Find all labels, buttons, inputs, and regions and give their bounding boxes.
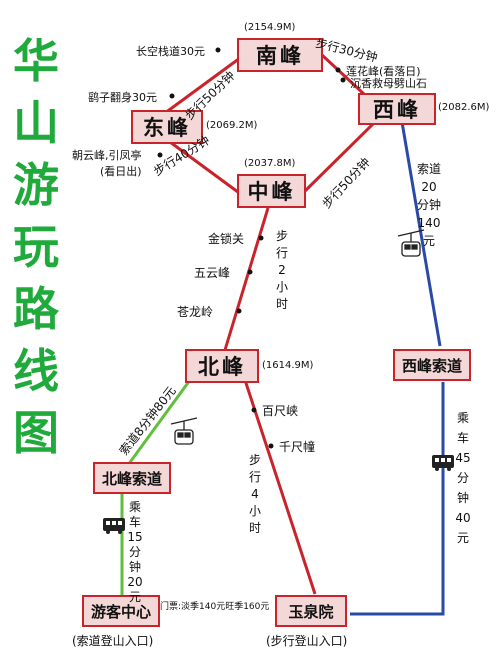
route-middle-west (302, 120, 377, 194)
label-westcable-yuquan: 乘车45分钟40元 (455, 411, 471, 545)
attraction-changkong: 长空栈道30元 (136, 45, 205, 58)
attraction-chenxiang: 沉香救母劈山石 (350, 77, 427, 90)
dot-canglong (236, 308, 242, 314)
elevation-south: (2154.9M) (244, 22, 296, 33)
route-south-west (320, 53, 367, 97)
dot-baichi (251, 407, 257, 413)
title-char-2: 山 (13, 96, 59, 150)
title-char-4: 玩 (13, 220, 59, 274)
label-west-cable: 索道20分钟140元 (416, 162, 441, 248)
attraction-lianhua: 莲花峰(看落日) (346, 65, 421, 78)
route-westcable-yuquan (350, 382, 445, 616)
route-east-middle (169, 140, 243, 197)
peak-south[interactable]: 南峰 (237, 38, 323, 72)
title-char-1: 华 (13, 34, 59, 88)
dot-changkong (215, 47, 221, 53)
elevation-west: (2082.6M) (438, 102, 490, 113)
note-visitor-center: (索道登山入口) (72, 634, 154, 648)
label-north-yuquan: 步行4小时 (248, 453, 261, 535)
bus-icon-west (103, 518, 125, 534)
title-char-5: 路 (13, 282, 59, 336)
title-char-6: 线 (13, 344, 59, 398)
peak-middle[interactable]: 中峰 (237, 174, 306, 208)
route-middle-north (223, 207, 270, 351)
peak-east[interactable]: 东峰 (131, 110, 203, 144)
dot-chenxiang (340, 77, 346, 83)
label-middle-north: 步行2小时 (275, 229, 288, 311)
ticket-price: 门票:淡季140元旺季160元 (160, 602, 270, 612)
route-west-cable (400, 121, 442, 347)
peak-north[interactable]: 北峰 (185, 349, 259, 383)
station-visitor-center[interactable]: 游客中心 (82, 595, 160, 627)
dot-jinsuo (258, 235, 264, 241)
elevation-middle: (2037.8M) (244, 158, 296, 169)
attraction-chaoyun: 朝云峰,引凤亭 (72, 149, 142, 162)
cable-car-icon-west (397, 229, 425, 257)
station-north-cableway[interactable]: 北峰索道 (93, 462, 171, 494)
attraction-yaozi: 鹞子翻身30元 (88, 91, 157, 104)
label-cable-visitor: 乘车15分钟20元 (127, 500, 143, 604)
attraction-chaoyun-note: (看日出) (100, 165, 142, 178)
route-east-south (164, 56, 241, 115)
dot-lianhua (335, 67, 341, 73)
dot-qianchi (268, 443, 274, 449)
attraction-canglong: 苍龙岭 (177, 305, 214, 319)
attraction-jinsuo: 金锁关 (208, 232, 245, 246)
attraction-wuyun: 五云峰 (194, 266, 231, 280)
station-yuquan[interactable]: 玉泉院 (275, 595, 347, 627)
dot-wuyun (247, 269, 253, 275)
dot-chaoyun (157, 152, 163, 158)
bus-icon-east (432, 455, 454, 471)
route-north-yuquan (243, 379, 317, 595)
elevation-north: (1614.9M) (262, 360, 314, 371)
route-north-cable (126, 379, 192, 466)
map-title: 华山游玩路线图 (10, 30, 62, 464)
title-char-3: 游 (13, 158, 59, 212)
cable-car-icon-north (170, 417, 198, 445)
peak-west[interactable]: 西峰 (358, 93, 436, 125)
note-yuquan: (步行登山入口) (266, 634, 348, 648)
dot-yaozi (169, 93, 175, 99)
station-west-cableway[interactable]: 西峰索道 (393, 349, 471, 381)
attraction-qianchi: 千尺幢 (279, 440, 316, 454)
elevation-east: (2069.2M) (206, 120, 258, 131)
attraction-baichi: 百尺峡 (262, 404, 299, 418)
title-char-7: 图 (13, 406, 59, 460)
